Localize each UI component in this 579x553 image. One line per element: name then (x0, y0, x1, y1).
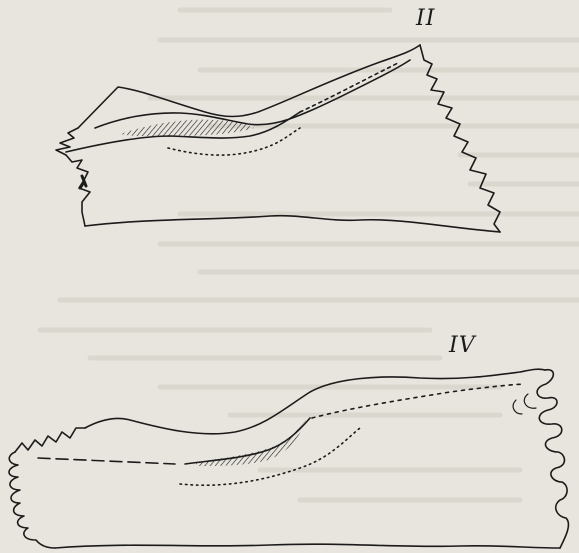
figure-ii-hatching (120, 120, 254, 137)
figure-ii-drawing (56, 45, 500, 232)
figure-label-iv: IV (449, 333, 476, 358)
figure-iv-drawing (9, 369, 568, 548)
figure-label-ii: II (416, 6, 435, 31)
